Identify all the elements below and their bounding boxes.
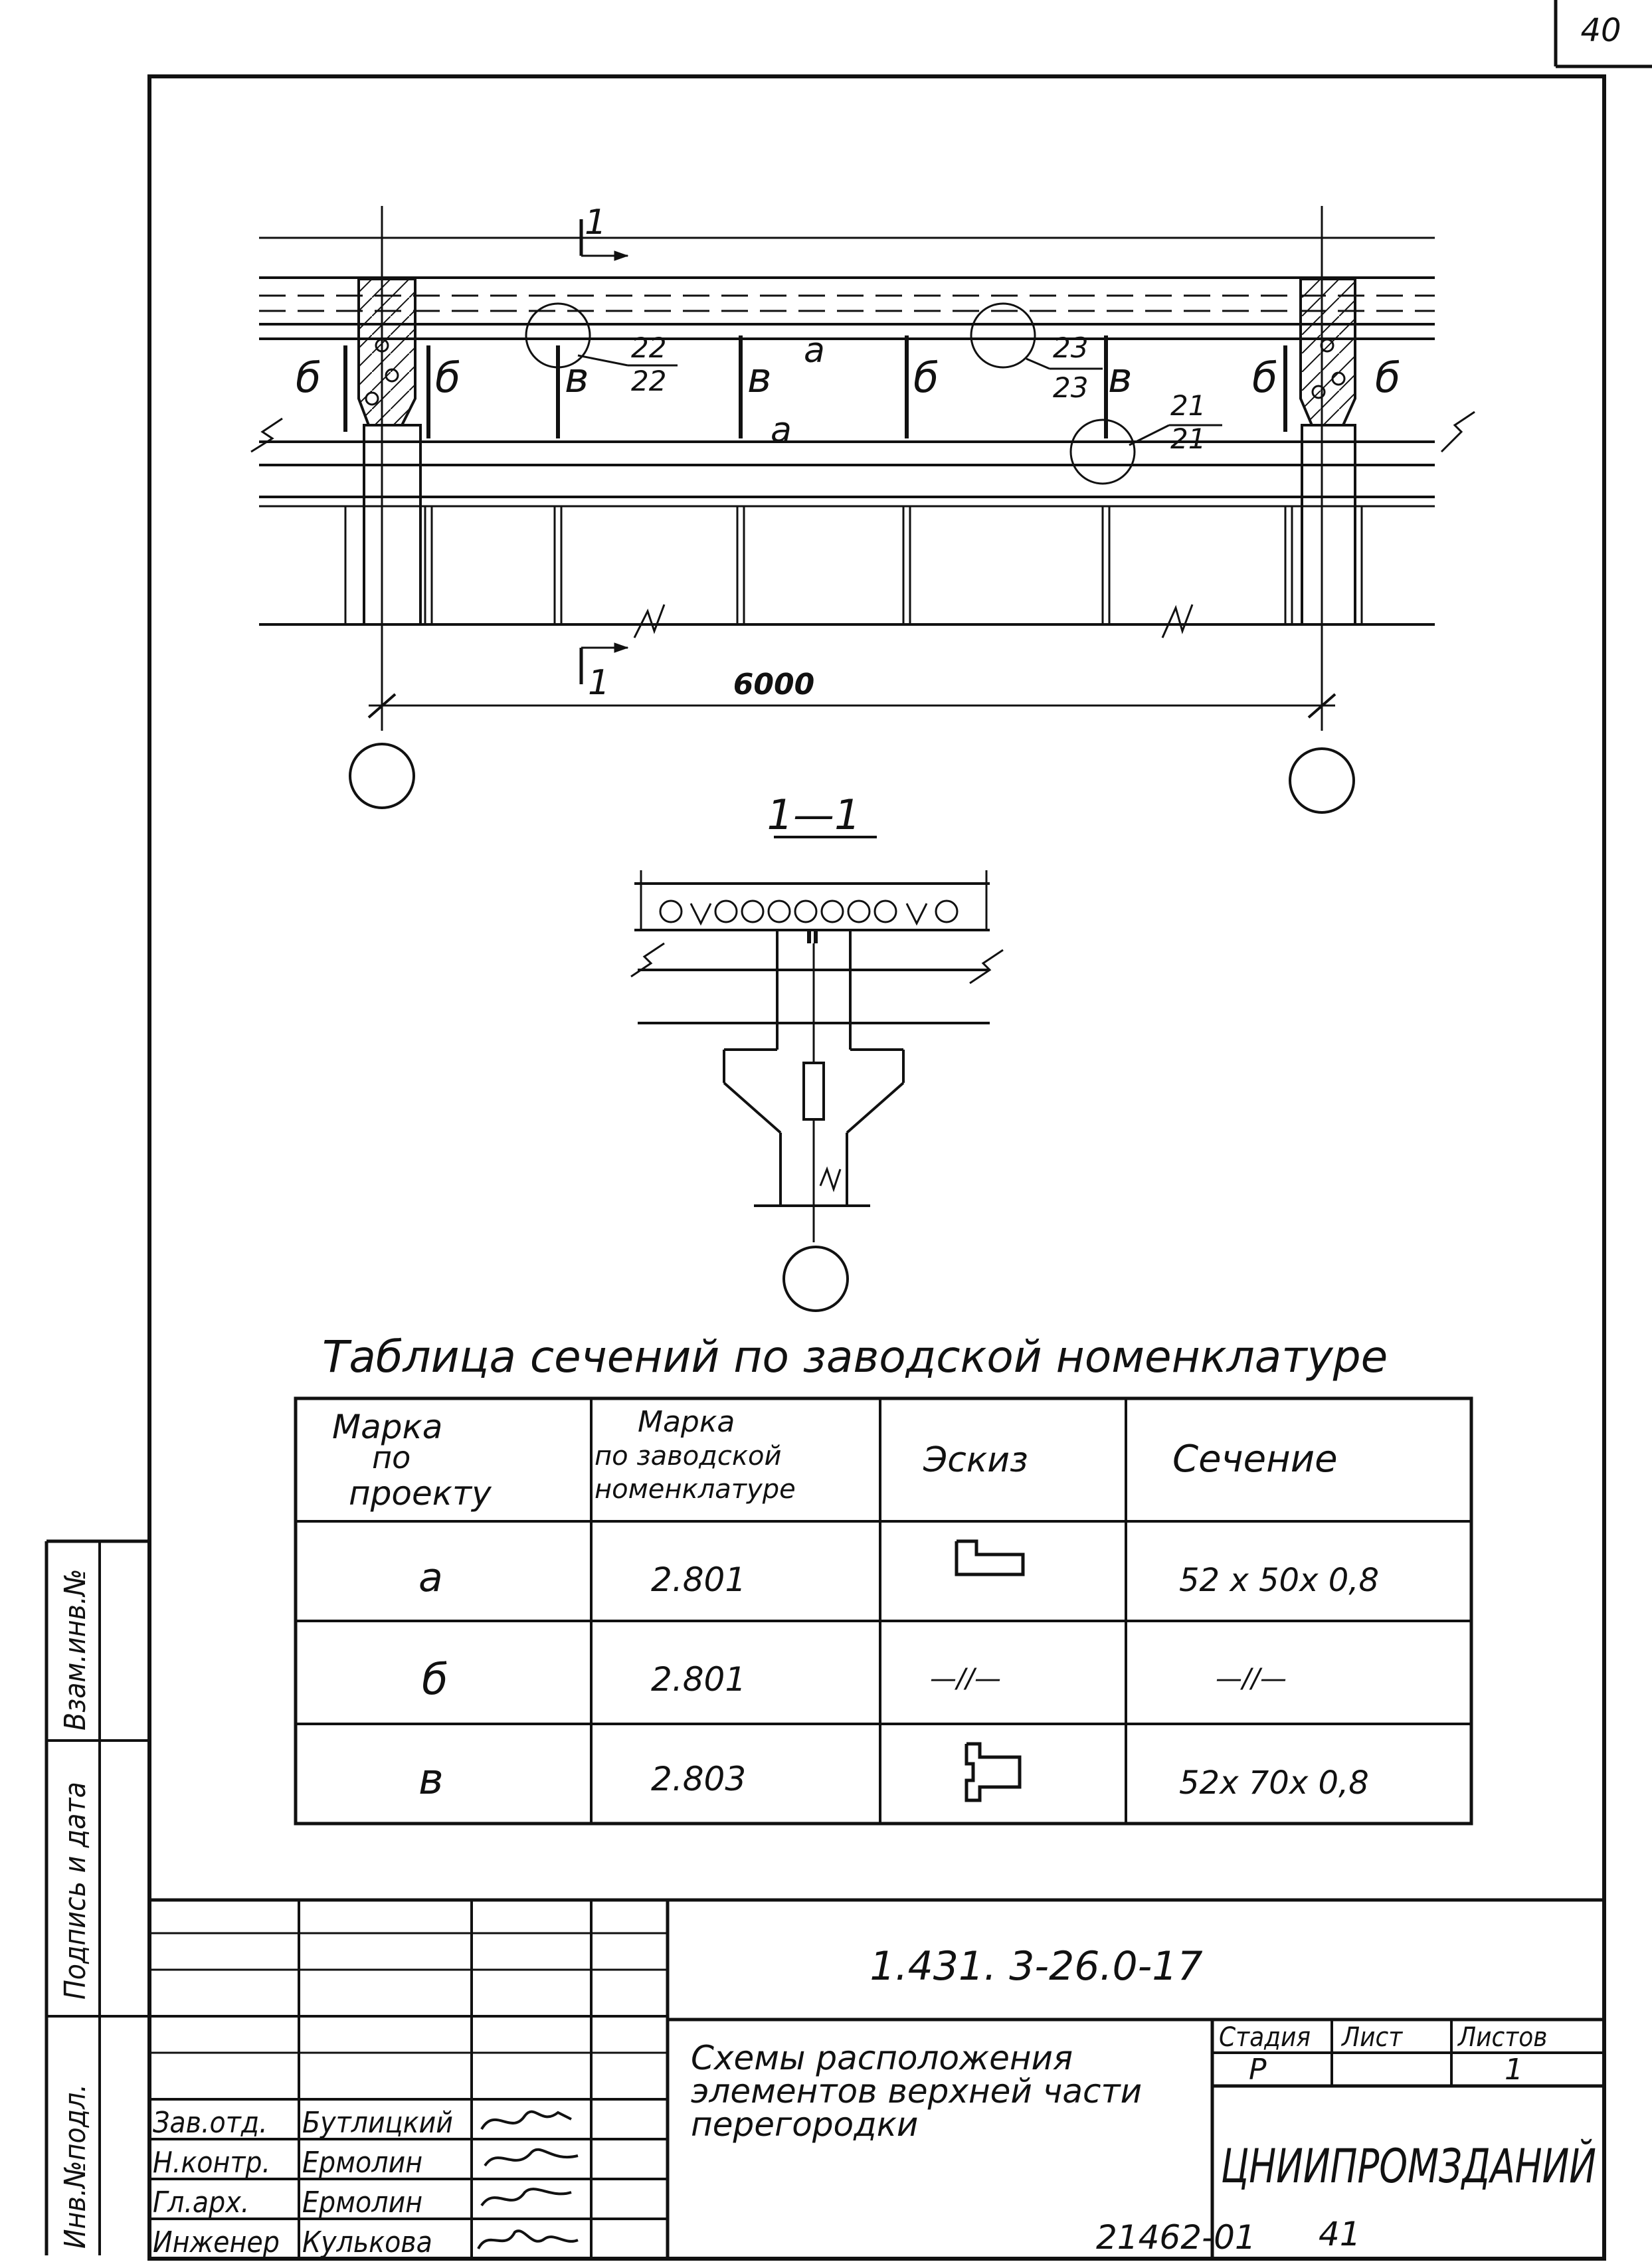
header-mark-factory-line3: номенклатуре xyxy=(595,1474,796,1505)
table-row-v: в 2.803 52x 70x 0,8 xyxy=(418,1742,1369,1804)
sheets-value: 1 xyxy=(1505,2053,1523,2087)
detail-circle-22 xyxy=(525,302,591,369)
header-mark-factory-line2: по заводской xyxy=(595,1441,781,1471)
stage-value: Р xyxy=(1249,2053,1267,2087)
page-number: 40 xyxy=(1580,12,1621,49)
title-line-2: элементов верхней части xyxy=(691,2072,1142,2111)
header-mark-project-line1: Марка xyxy=(332,1408,442,1446)
table-caption: Таблица сечений по заводской номенклатур… xyxy=(322,1331,1388,1382)
detail-circle-21 xyxy=(1069,419,1136,485)
section-mark-bottom-label: 1 xyxy=(588,663,610,703)
row-a-section: 52 x 50x 0,8 xyxy=(1179,1562,1379,1599)
title-block xyxy=(149,1898,1604,2259)
role-4: Инженер xyxy=(153,2225,280,2259)
table-header: Марка по проекту Марка по заводской номе… xyxy=(332,1405,1338,1513)
callout-22-bottom: 22 xyxy=(631,365,666,397)
letter-v-2: в xyxy=(747,353,772,402)
header-mark-project-line3: проекту xyxy=(349,1474,492,1513)
header-section: Сечение xyxy=(1172,1438,1338,1481)
section-title: 1—1 xyxy=(767,791,861,839)
plan-labels: 1 1 6000 б б в в а а б в б б 22 22 23 23… xyxy=(296,203,1400,703)
row-b-sketch: —//— xyxy=(930,1663,1001,1694)
side-stamp xyxy=(45,1539,149,2255)
callout-23-top: 23 xyxy=(1053,331,1088,364)
letter-b-5: б xyxy=(1375,353,1400,402)
organization-name: ЦНИИПРОМЗДАНИЙ xyxy=(1221,2139,1596,2194)
row-a-mark: а xyxy=(418,1555,443,1601)
row-b-factory: 2.801 xyxy=(651,1660,746,1699)
table-row-b: б 2.801 —//— —//— xyxy=(422,1655,1287,1705)
row-a-factory: 2.801 xyxy=(651,1560,746,1599)
sections-table xyxy=(294,1396,1473,1826)
title-line-1: Схемы расположения xyxy=(691,2039,1073,2077)
header-sketch: Эскиз xyxy=(923,1440,1028,1480)
side-stamp-signature-date: Подпись и дата xyxy=(58,1782,92,2000)
detail-circle-23 xyxy=(970,302,1036,369)
letter-b-3: б xyxy=(913,353,939,402)
row-v-mark: в xyxy=(418,1755,444,1804)
name-1: Бутлицкий xyxy=(302,2106,453,2140)
header-mark-project-line2: по xyxy=(372,1440,411,1475)
dimension-value: 6000 xyxy=(733,668,814,702)
header-mark-factory-line1: Марка xyxy=(638,1405,735,1439)
section-mark-top-label: 1 xyxy=(585,203,606,242)
letter-v-1: в xyxy=(565,353,589,402)
tee-icon xyxy=(964,1742,1022,1802)
role-3: Гл.арх. xyxy=(153,2186,249,2219)
sheet-label: Лист xyxy=(1340,2022,1403,2053)
role-2: Н.контр. xyxy=(153,2146,270,2180)
archive-sheet: 41 xyxy=(1319,2215,1361,2253)
axis-bubble-right xyxy=(1289,747,1355,814)
row-b-mark: б xyxy=(422,1655,448,1705)
letter-b-2: б xyxy=(435,353,460,402)
row-v-section: 52x 70x 0,8 xyxy=(1179,1764,1369,1802)
sheets-label: Листов xyxy=(1457,2022,1547,2053)
archive-number: 21462-01 xyxy=(1096,2218,1256,2257)
name-2: Ермолин xyxy=(302,2146,422,2180)
letter-a-2: а xyxy=(771,411,792,450)
name-4: Кулькова xyxy=(302,2225,432,2259)
signatures xyxy=(477,2110,579,2250)
row-b-section: —//— xyxy=(1216,1663,1287,1694)
callout-23-bottom: 23 xyxy=(1053,371,1088,404)
letter-a-1: а xyxy=(804,331,825,371)
stage-label: Стадия xyxy=(1219,2022,1311,2053)
callout-21-top: 21 xyxy=(1170,389,1206,422)
document-code: 1.431. 3-26.0-17 xyxy=(870,1943,1202,1990)
axis-bubble-section xyxy=(782,1246,849,1312)
callout-21-bottom: 21 xyxy=(1170,423,1206,455)
letter-v-3: в xyxy=(1108,353,1133,402)
side-stamp-replace-inv: Взам.инв.№ xyxy=(58,1568,92,1731)
letter-b-1: б xyxy=(296,353,321,402)
letter-b-4: б xyxy=(1252,353,1277,402)
page-number-box: 40 xyxy=(1554,0,1652,68)
angle-icon xyxy=(955,1539,1025,1576)
plan-view xyxy=(250,206,1475,814)
side-stamp-inv-no: Инв.№подл. xyxy=(58,2084,92,2249)
axis-bubble-left xyxy=(349,743,415,809)
table-row-a: а 2.801 52 x 50x 0,8 xyxy=(418,1539,1379,1601)
row-v-factory: 2.803 xyxy=(651,1760,746,1798)
callout-22-top: 22 xyxy=(631,331,666,364)
title-line-3: перегородки xyxy=(691,2105,918,2144)
section-view xyxy=(630,836,1004,1312)
role-1: Зав.отд. xyxy=(153,2106,268,2140)
name-3: Ермолин xyxy=(302,2186,422,2219)
